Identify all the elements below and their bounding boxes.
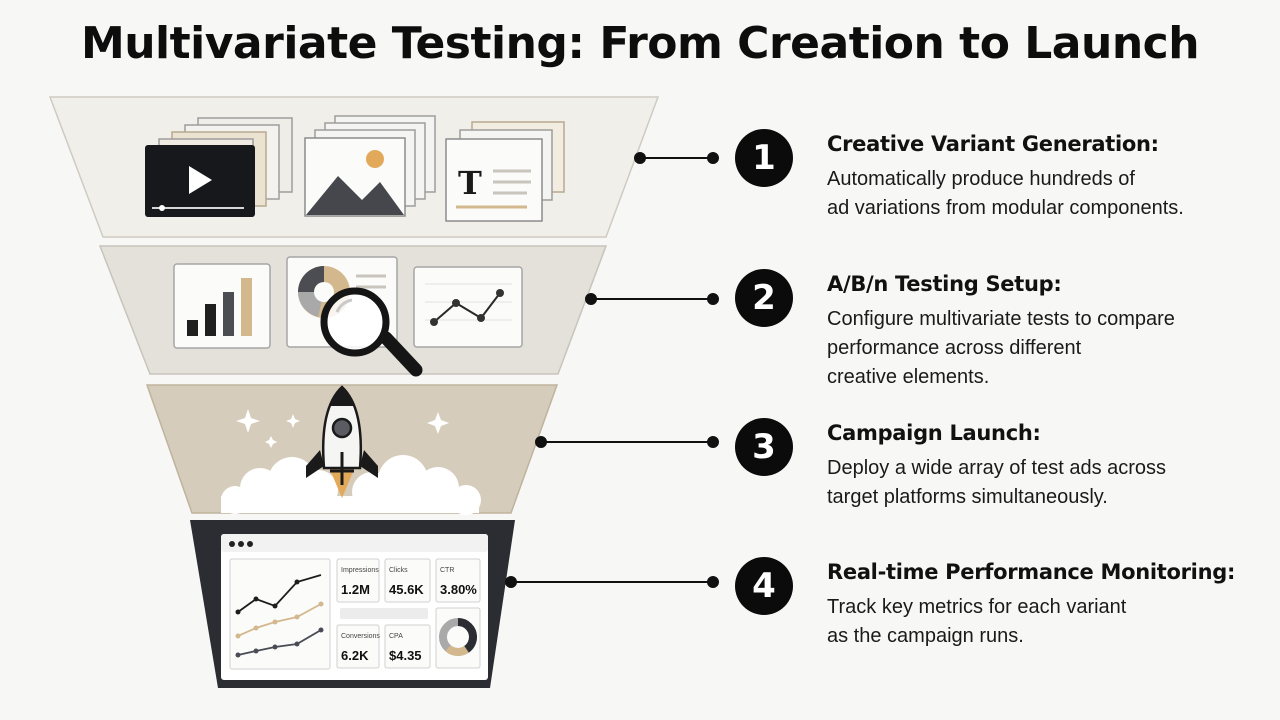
step-number-badge: 4 <box>735 557 793 615</box>
funnel-tier-2 <box>98 245 608 377</box>
step-3: 3 Campaign Launch: Deploy a wide array o… <box>735 418 1275 568</box>
metric-value: $4.35 <box>389 648 422 663</box>
line-chart-icon <box>413 266 523 348</box>
metric-label: CPA <box>389 633 403 640</box>
sparkle-icon <box>236 409 449 448</box>
step-description-line: creative elements. <box>827 366 990 388</box>
video-variant-stack-icon <box>145 117 293 217</box>
step-description-line: performance across different <box>827 337 1082 359</box>
step-2: 2 A/B/n Testing Setup: Configure multiva… <box>735 269 1275 419</box>
step-description: Track key metrics for each variant as th… <box>827 593 1126 651</box>
metric-card-impressions: Impressions 1.2M <box>336 558 380 603</box>
step-number-badge: 2 <box>735 269 793 327</box>
play-icon <box>189 166 212 194</box>
step-description: Deploy a wide array of test ads across t… <box>827 454 1166 512</box>
metric-label: Conversions <box>341 633 380 640</box>
sun-icon <box>366 150 384 168</box>
connector-lines <box>505 152 719 588</box>
placeholder-bar <box>340 608 428 619</box>
dashboard-line-chart <box>229 558 331 670</box>
metric-card-clicks: Clicks 45.6K <box>384 558 431 603</box>
funnel-tier-3 <box>145 384 559 515</box>
step-description: Automatically produce hundreds of ad var… <box>827 165 1184 223</box>
window-dot-icon <box>238 541 244 547</box>
mountain-icon <box>306 176 404 215</box>
window-dot-icon <box>229 541 235 547</box>
step-title: Campaign Launch: <box>827 421 1041 445</box>
step-title: Creative Variant Generation: <box>827 132 1159 156</box>
funnel-tier-1: T <box>48 96 660 238</box>
step-description: Configure multivariate tests to compare … <box>827 305 1175 392</box>
metric-value: 6.2K <box>341 648 369 663</box>
cloud-icon <box>221 455 481 515</box>
page-title: Multivariate Testing: From Creation to L… <box>80 18 1200 69</box>
rocket-icon <box>306 385 378 498</box>
step-title: A/B/n Testing Setup: <box>827 272 1062 296</box>
window-dot-icon <box>247 541 253 547</box>
donut-chart-card <box>435 607 481 669</box>
step-description-line: Automatically produce hundreds of <box>827 168 1135 190</box>
step-description-line: as the campaign runs. <box>827 625 1024 647</box>
step-description-line: ad variations from modular components. <box>827 197 1184 219</box>
step-description-line: Track key metrics for each variant <box>827 596 1127 618</box>
text-glyph-icon: T <box>458 164 482 202</box>
metric-card-ctr: CTR 3.80% <box>435 558 481 603</box>
metric-label: Impressions <box>341 567 379 574</box>
step-description-line: Deploy a wide array of test ads across <box>827 457 1167 479</box>
metric-card-cpa: CPA $4.35 <box>384 624 431 669</box>
step-description-line: target platforms simultaneously. <box>827 486 1108 508</box>
step-description-line: Configure multivariate tests to compare <box>827 308 1175 330</box>
step-title: Real-time Performance Monitoring: <box>827 560 1236 584</box>
metric-value: 3.80% <box>440 582 477 597</box>
bar-chart-icon <box>173 263 271 349</box>
funnel-tier-4: Impressions 1.2M Clicks 45.6K CTR 3.80% … <box>190 520 515 688</box>
metric-value: 1.2M <box>341 582 370 597</box>
metric-value: 45.6K <box>389 582 424 597</box>
image-variant-stack-icon <box>304 115 436 217</box>
metric-label: Clicks <box>389 567 408 574</box>
step-4: 4 Real-time Performance Monitoring: Trac… <box>735 557 1275 707</box>
metric-label: CTR <box>440 567 454 574</box>
step-number-badge: 3 <box>735 418 793 476</box>
metric-card-conversions: Conversions 6.2K <box>336 624 380 669</box>
magnifier-icon <box>320 287 423 377</box>
text-variant-stack-icon: T <box>445 121 565 222</box>
step-1: 1 Creative Variant Generation: Automatic… <box>735 129 1275 279</box>
step-number-badge: 1 <box>735 129 793 187</box>
